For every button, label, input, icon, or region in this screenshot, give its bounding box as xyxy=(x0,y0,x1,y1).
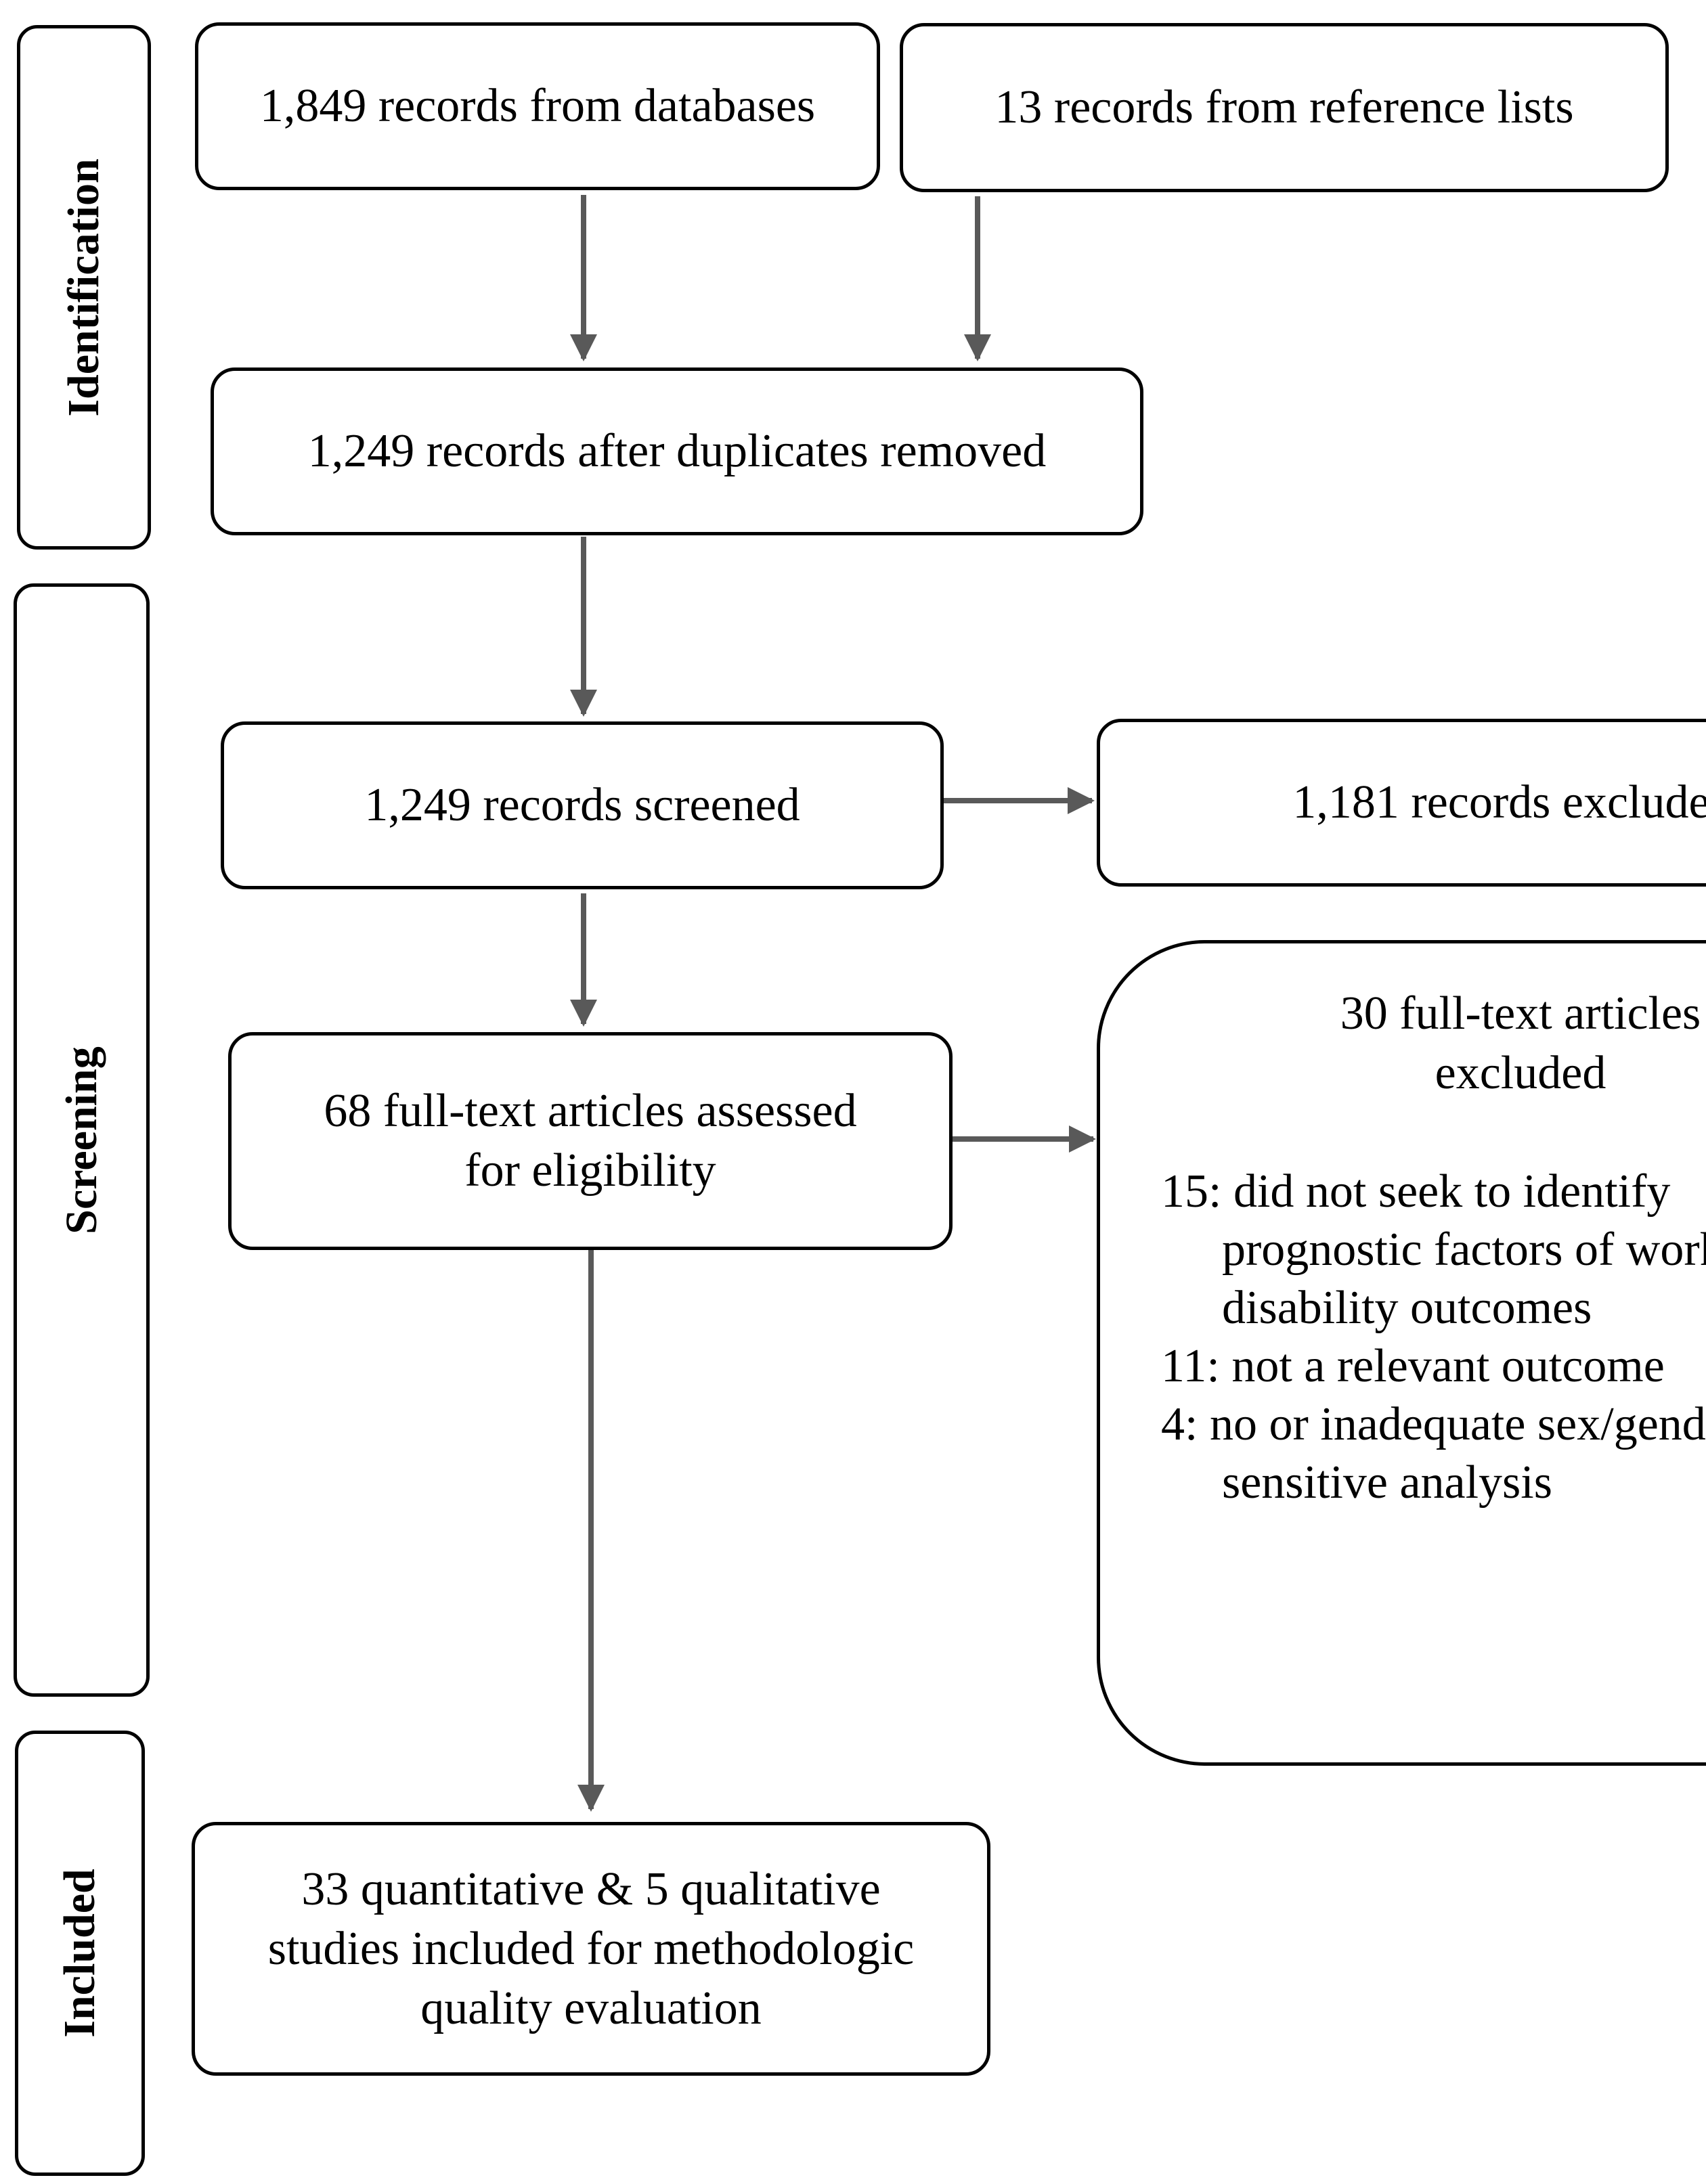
records-from-reference-lists-text: 13 records from reference lists xyxy=(994,81,1574,133)
records-screened-box: 1,249 records screened xyxy=(221,721,944,889)
stage-screening: Screening xyxy=(14,583,150,1697)
studies-included-line-2: studies included for methodologic xyxy=(267,1922,915,1975)
studies-included-box: 33 quantitative & 5 qualitative studies … xyxy=(192,1822,990,2076)
full-text-excluded-title-line-2: excluded xyxy=(1435,1047,1606,1099)
full-text-assessed-line-1: 68 full-text articles assessed xyxy=(324,1085,857,1137)
full-text-excluded-title: 30 full-text articles excluded xyxy=(1161,984,1706,1103)
records-from-reference-lists-box: 13 records from reference lists xyxy=(900,23,1669,192)
stage-included: Included xyxy=(15,1731,145,2176)
records-from-databases-box: 1,849 records from databases xyxy=(195,22,880,190)
records-from-databases-text: 1,849 records from databases xyxy=(259,80,816,132)
full-text-assessed-line-2: for eligibility xyxy=(464,1144,716,1197)
full-text-excluded-title-line-1: 30 full-text articles xyxy=(1340,987,1701,1040)
records-after-duplicates-box: 1,249 records after duplicates removed xyxy=(211,367,1143,535)
stage-screening-label: Screening xyxy=(56,1046,106,1234)
full-text-assessed-box: 68 full-text articles assessed for eligi… xyxy=(228,1032,953,1250)
exclusion-reason: 4: no or inadequate sex/gender-sensitive… xyxy=(1161,1398,1706,1509)
full-text-excluded-box: 30 full-text articles excluded 15: did n… xyxy=(1097,940,1706,1766)
studies-included-line-3: quality evaluation xyxy=(420,1982,762,2034)
stage-identification-label: Identification xyxy=(59,158,108,417)
records-after-duplicates-text: 1,249 records after duplicates removed xyxy=(307,425,1047,477)
records-excluded-text: 1,181 records excluded xyxy=(1292,776,1706,828)
exclusion-reason: 15: did not seek to identify prognostic … xyxy=(1161,1165,1706,1334)
stage-identification: Identification xyxy=(17,25,151,550)
records-screened-text: 1,249 records screened xyxy=(364,779,800,831)
records-excluded-box: 1,181 records excluded xyxy=(1097,719,1706,887)
stage-included-label: Included xyxy=(55,1869,104,2038)
exclusion-reasons-list: 15: did not seek to identify prognostic … xyxy=(1161,1163,1706,1512)
studies-included-line-1: 33 quantitative & 5 qualitative xyxy=(301,1863,881,1915)
exclusion-reason: 11: not a relevant outcome xyxy=(1161,1340,1665,1392)
